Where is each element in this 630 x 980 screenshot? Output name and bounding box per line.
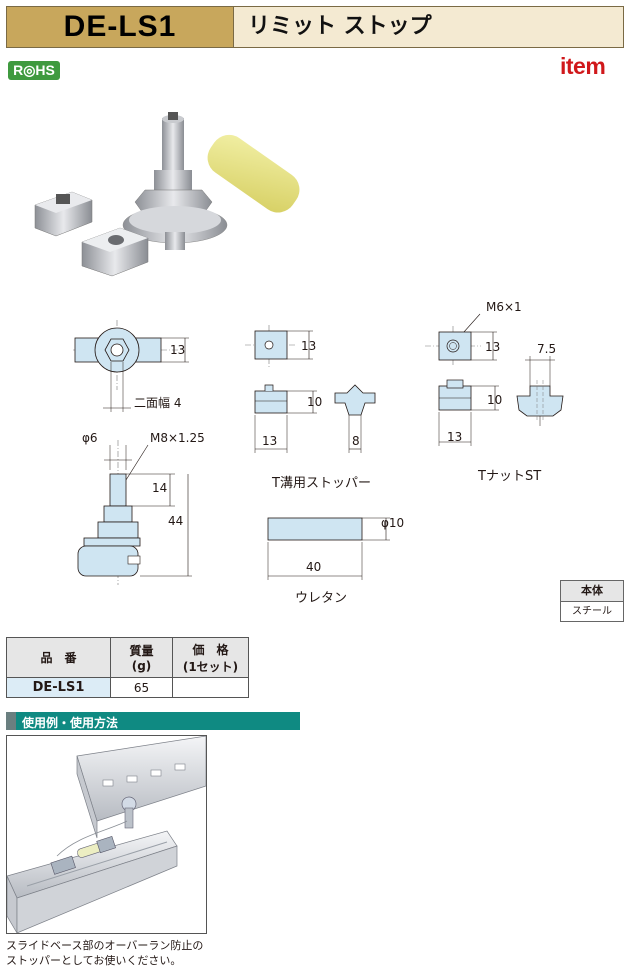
assembly-top-view bbox=[73, 320, 189, 412]
t-nut-dim-7-5: 7.5 bbox=[537, 342, 557, 356]
usage-illustration bbox=[6, 735, 207, 935]
cell-part-no: DE-LS1 bbox=[6, 677, 111, 698]
usage-section-title: 使用例・使用方法 bbox=[22, 716, 119, 730]
usage-photo bbox=[6, 735, 207, 935]
cell-price bbox=[172, 677, 249, 698]
stopper-dim-8: 8 bbox=[352, 434, 360, 448]
product-title: リミット ストップ bbox=[248, 14, 432, 39]
part-code: DE-LS1 bbox=[63, 10, 177, 43]
urethane-dim-40: 40 bbox=[306, 560, 322, 574]
title-cell: リミット ストップ bbox=[234, 7, 623, 47]
thread-label: M8×1.25 bbox=[150, 431, 205, 445]
header-bar: DE-LS1 リミット ストップ bbox=[6, 6, 624, 48]
t-nut-thread-label: M6×1 bbox=[486, 300, 522, 314]
stopper-dim-13-top: 13 bbox=[301, 339, 317, 353]
t-nut-dim-13-top: 13 bbox=[485, 340, 501, 354]
header-part-no: 品 番 bbox=[6, 637, 111, 678]
usage-note-line1: スライドベース部のオーバーラン防止の bbox=[6, 939, 204, 952]
t-nut-dim-10: 10 bbox=[487, 393, 503, 407]
material-header: 本体 bbox=[561, 581, 623, 602]
urethane-drawing bbox=[267, 517, 390, 580]
stopper-dim-13-bottom: 13 bbox=[262, 434, 278, 448]
dim-14: 14 bbox=[152, 481, 168, 495]
t-slot-stopper-drawing bbox=[245, 325, 376, 453]
usage-note-line2: ストッパーとしてお使いください。 bbox=[6, 954, 182, 967]
usage-section-bar: 使用例・使用方法 bbox=[6, 712, 300, 730]
brand-logo: item bbox=[560, 53, 606, 79]
t-nut-dim-13-bottom: 13 bbox=[447, 430, 463, 444]
dim-13: 13 bbox=[170, 343, 186, 357]
rohs-badge: R◎HS bbox=[8, 61, 60, 80]
urethane-caption: ウレタン bbox=[295, 591, 348, 606]
cell-mass: 65 bbox=[110, 677, 173, 698]
material-box: 本体 スチール bbox=[560, 580, 624, 622]
table-row: DE-LS1 65 bbox=[6, 677, 249, 698]
usage-note: スライドベース部のオーバーラン防止の ストッパーとしてお使いください。 bbox=[6, 938, 203, 968]
product-photo bbox=[34, 112, 300, 277]
material-value: スチール bbox=[572, 606, 612, 617]
t-slot-stopper-caption: T溝用ストッパー bbox=[272, 476, 371, 491]
header-mass: 質量 (g) bbox=[110, 637, 173, 678]
t-nut-drawing bbox=[425, 313, 564, 446]
stopper-dim-10: 10 bbox=[307, 395, 323, 409]
dim-phi6: φ6 bbox=[82, 431, 98, 445]
header-price: 価 格 (1セット) bbox=[172, 637, 249, 678]
dim-44: 44 bbox=[168, 514, 184, 528]
t-nut-caption: TナットST bbox=[478, 469, 542, 484]
part-code-cell: DE-LS1 bbox=[7, 7, 234, 47]
urethane-phi10: φ10 bbox=[381, 516, 405, 530]
spec-table: 品 番 質量 (g) 価 格 (1セット) DE-LS1 65 bbox=[6, 637, 249, 698]
width-across-flats-label: 二面幅 4 bbox=[134, 396, 182, 410]
assembly-side-view bbox=[77, 440, 192, 585]
